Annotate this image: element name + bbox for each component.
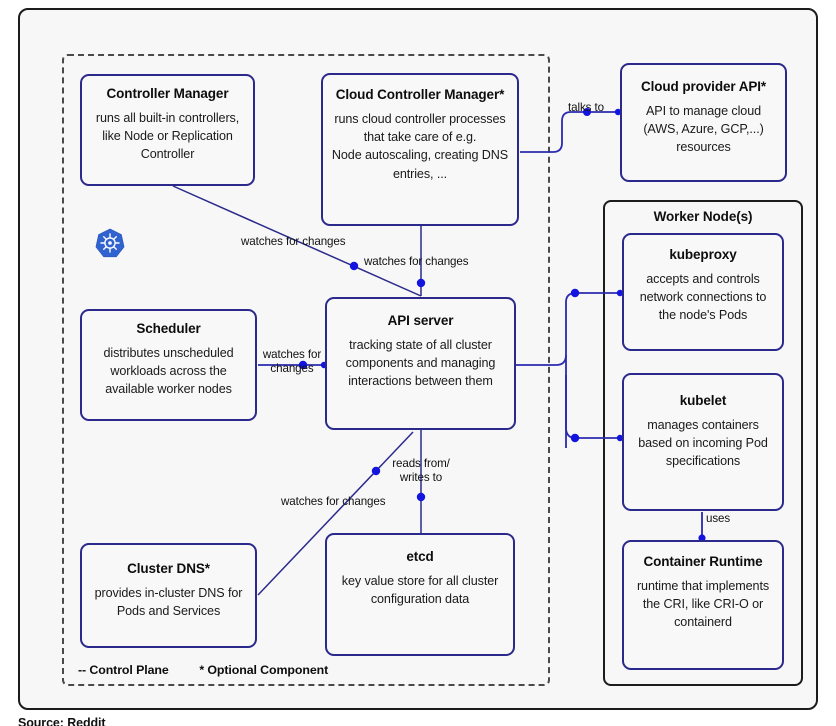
edge-label-cluster-dns-watches: watches for changes [281, 495, 386, 508]
box-etcd[interactable]: etcd key value store for all cluster con… [325, 533, 515, 656]
kubelet-desc: manages containers based on incoming Pod… [638, 417, 768, 469]
box-cloud-controller-manager[interactable]: Cloud Controller Manager* runs cloud con… [321, 73, 519, 226]
kubernetes-logo [95, 228, 125, 258]
worker-node-region [603, 200, 803, 686]
worker-node-title: Worker Node(s) [653, 209, 753, 224]
controller-manager-desc: runs all built-in controllers, like Node… [95, 110, 240, 162]
etcd-title: etcd [406, 549, 434, 564]
api-server-desc: tracking state of all cluster components… [345, 337, 496, 389]
scheduler-desc: distributes unscheduled workloads across… [103, 345, 234, 397]
control-plane-region [62, 54, 550, 686]
cloud-controller-manager-title: Cloud Controller Manager* [335, 87, 505, 102]
cloud-provider-api-desc: API to manage cloud (AWS, Azure, GCP,...… [643, 103, 764, 155]
kubelet-title: kubelet [679, 393, 727, 408]
cloud-provider-api-title: Cloud provider API* [640, 79, 767, 94]
edge-label-etcd-reads-writes: reads from/ writes to [392, 457, 450, 485]
box-scheduler[interactable]: Scheduler distributes unscheduled worklo… [80, 309, 257, 421]
api-server-title: API server [387, 313, 454, 328]
box-cloud-provider-api[interactable]: Cloud provider API* API to manage cloud … [620, 63, 787, 182]
box-container-runtime[interactable]: Container Runtime runtime that implement… [622, 540, 784, 670]
container-runtime-title: Container Runtime [643, 554, 763, 569]
legend-control-plane: -- Control Plane [78, 663, 169, 677]
box-kubelet[interactable]: kubelet manages containers based on inco… [622, 373, 784, 511]
cloud-controller-manager-desc: runs cloud controller processes that tak… [331, 111, 509, 181]
cluster-dns-desc: provides in-cluster DNS for Pods and Ser… [94, 585, 243, 619]
kubeproxy-title: kubeproxy [669, 247, 737, 262]
edge-label-kubelet-uses: uses [706, 512, 731, 525]
scheduler-title: Scheduler [136, 321, 201, 336]
box-kubeproxy[interactable]: kubeproxy accepts and controls network c… [622, 233, 784, 351]
box-api-server[interactable]: API server tracking state of all cluster… [325, 297, 516, 430]
etcd-desc: key value store for all cluster configur… [341, 573, 499, 607]
legend-optional-component: * Optional Component [199, 663, 329, 677]
edge-label-controller-manager-watches: watches for changes [241, 235, 346, 248]
container-runtime-desc: runtime that implements the CRI, like CR… [636, 578, 770, 630]
box-cluster-dns[interactable]: Cluster DNS* provides in-cluster DNS for… [80, 543, 257, 648]
source-caption: Source: Reddit [18, 716, 106, 726]
edge-label-cloud-controller-manager-watches: watches for changes [364, 255, 469, 268]
kubeproxy-desc: accepts and controls network connections… [639, 271, 767, 323]
controller-manager-title: Controller Manager [106, 86, 229, 101]
cluster-dns-title: Cluster DNS* [127, 561, 210, 576]
legend: -- Control Plane * Optional Component [78, 663, 328, 677]
edge-label-scheduler-watches: watches for changes [262, 348, 322, 376]
edge-label-talks-to: talks to [568, 101, 604, 114]
box-controller-manager[interactable]: Controller Manager runs all built-in con… [80, 74, 255, 186]
